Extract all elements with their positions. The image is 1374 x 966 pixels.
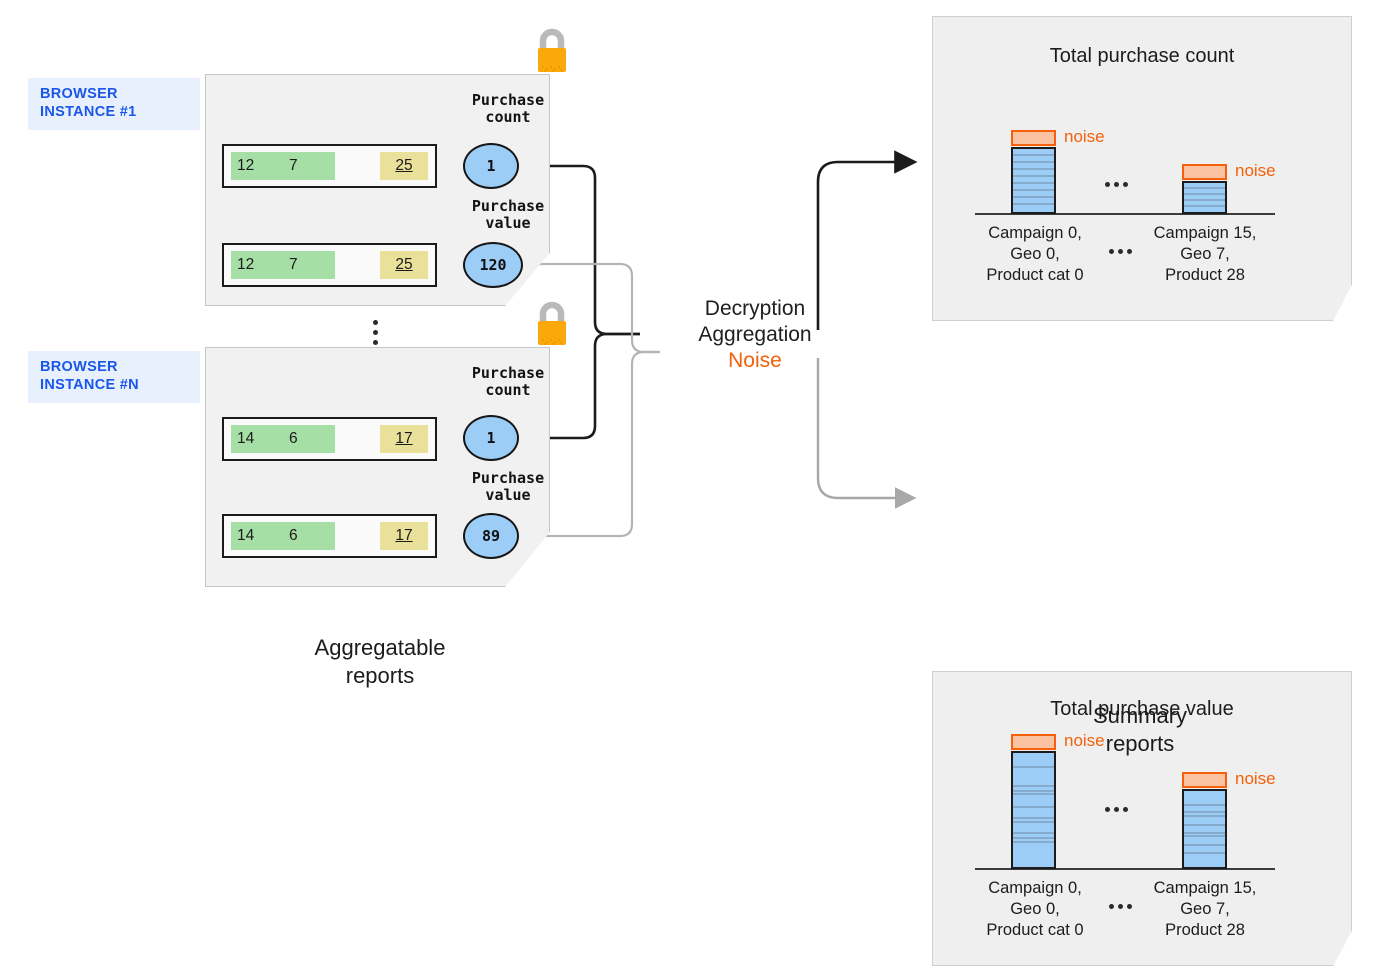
report-cell-campaign: 14 [231,522,283,550]
chart-bar-campaign-0 [1011,147,1056,214]
process-decryption-label: Decryption [704,297,806,320]
noise-segment-bar-1 [1011,130,1056,146]
report-cell-campaign: 14 [231,425,283,453]
horizontal-ellipsis-icon [1109,249,1132,254]
process-aggregation-label: Aggregation [698,323,812,346]
chart-category-label-1: Campaign 0, Geo 0, Product cat 0 [986,879,1084,939]
report-cell-campaign: 12 [231,251,283,279]
horizontal-ellipsis-icon [1105,807,1128,812]
wire-out-value [816,358,917,509]
padlock-icon [531,298,573,350]
report-row: 14 6 17 [222,514,437,558]
report-cell-product: 17 [380,425,428,453]
report-cell-geo: 7 [283,251,335,279]
noise-label-bar-2: noise [1235,161,1276,180]
metric-label-purchase-count: Purchase count [471,91,545,126]
summary-card-title: Total purchase value [1050,698,1234,720]
report-row: 12 7 25 [222,243,437,287]
padlock-icon [531,25,573,77]
horizontal-ellipsis-icon [1105,182,1128,187]
metric-bubble-purchase-value: 120 [463,242,523,288]
metric-label-purchase-value: Purchase value [471,197,545,232]
chart-bar-campaign-15 [1182,789,1227,869]
report-cell-product: 25 [380,251,428,279]
chart-bar-campaign-15 [1182,181,1227,214]
horizontal-ellipsis-icon [1109,904,1132,909]
metric-label-purchase-count: Purchase count [471,364,545,399]
noise-label-bar-2: noise [1235,769,1276,788]
report-cell-geo: 6 [283,522,335,550]
chart-category-label-2: Campaign 15, Geo 7, Product 28 [1153,879,1257,939]
noise-label-bar-1: noise [1064,731,1105,750]
caption-aggregatable-reports: Aggregatable reports [314,635,446,688]
summary-card-total-purchase-count: Total purchase count noise noise [932,16,1352,321]
browser-instance-tag-1: BROWSER INSTANCE #1 [28,78,200,130]
chart-category-label-2: Campaign 15, Geo 7, Product 28 [1153,224,1257,284]
noise-segment-bar-2 [1182,772,1227,788]
metric-bubble-purchase-count: 1 [463,415,519,461]
browser-instance-tag-n: BROWSER INSTANCE #N [28,351,200,403]
metric-bubble-purchase-count: 1 [463,143,519,189]
process-noise-label: Noise [728,349,782,372]
report-cell-product: 25 [380,152,428,180]
noise-segment-bar-2 [1182,164,1227,180]
report-cell-geo: 6 [283,425,335,453]
chart-category-label-1: Campaign 0, Geo 0, Product cat 0 [986,224,1084,284]
vertical-ellipsis-icon [373,320,378,345]
noise-segment-bar-1 [1011,734,1056,750]
chart-bar-campaign-0 [1011,751,1056,869]
report-cell-geo: 7 [283,152,335,180]
process-block: Decryption Aggregation Noise [655,296,855,374]
report-cell-product: 17 [380,522,428,550]
chart-baseline [975,213,1275,215]
report-row: 12 7 25 [222,144,437,188]
metric-bubble-purchase-value: 89 [463,513,519,559]
report-cell-campaign: 12 [231,152,283,180]
summary-card-title: Total purchase count [1049,45,1235,67]
caption-summary-reports: Summary reports [1092,703,1188,756]
report-row: 14 6 17 [222,417,437,461]
metric-label-purchase-value: Purchase value [471,469,545,504]
noise-label-bar-1: noise [1064,127,1105,146]
